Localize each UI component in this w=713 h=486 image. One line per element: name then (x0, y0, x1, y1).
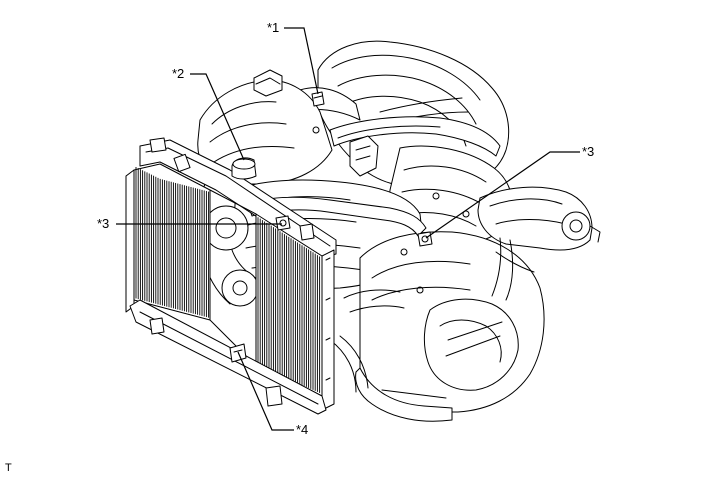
leader-line-1 (284, 27, 319, 95)
callout-4: *4 (296, 422, 308, 437)
part-1-marker (311, 91, 325, 107)
leader-line-4 (237, 351, 294, 431)
part-3-right-marker (417, 231, 433, 247)
radiator-fins-left (135, 166, 210, 318)
part-3-left-marker (275, 215, 291, 231)
callout-3-right: *3 (582, 144, 594, 159)
callout-3-left: *3 (97, 216, 109, 231)
leader-line-3-right (425, 151, 580, 239)
highlighted-parts (275, 91, 433, 247)
radiator-fins-right (257, 217, 321, 393)
callout-2: *2 (172, 66, 184, 81)
callout-labels: *1 *2 *3 *3 *4 (97, 20, 594, 437)
leader-lines (116, 27, 580, 431)
leader-line-2 (190, 73, 245, 161)
callout-1: *1 (267, 20, 279, 35)
corner-code: T (5, 462, 12, 474)
